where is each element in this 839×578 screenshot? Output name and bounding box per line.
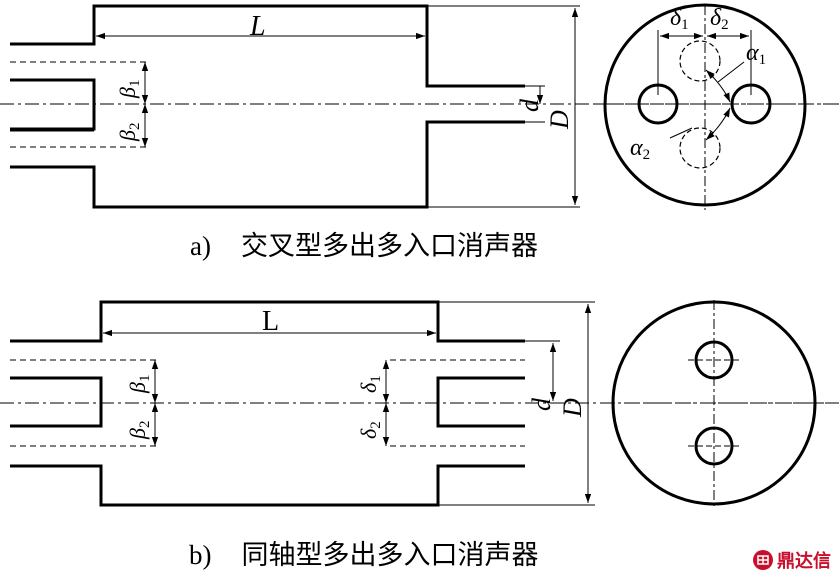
label-L-a: L — [249, 11, 266, 42]
watermark-text: 鼎达信 — [777, 551, 831, 572]
label-D-a: D — [545, 110, 574, 130]
dingdaxin-logo-icon — [753, 550, 773, 570]
caption-b-tag: b) — [189, 540, 212, 570]
figure-b-inlet-pipe — [10, 376, 103, 428]
figure-a-port-top-hidden — [679, 40, 721, 82]
label-D-b: D — [558, 398, 587, 418]
watermark: 鼎达信 — [752, 547, 831, 573]
caption-a-tag: a) — [190, 231, 211, 261]
label-delta1-a: δ1 — [670, 5, 689, 33]
label-L-b: L — [262, 306, 279, 337]
label-beta2-a: β2 — [115, 123, 143, 142]
label-delta2-a: δ2 — [710, 5, 729, 33]
figure-a-side-view — [0, 4, 839, 209]
figure-a-labels: L β1 β2 d D — [115, 11, 574, 142]
figure-b-labels: L β1 β2 δ1 δ2 d D — [125, 306, 587, 440]
figure-a-port-bottom-hidden — [679, 127, 721, 169]
label-beta1-a: β1 — [115, 80, 143, 99]
label-beta1-b: β1 — [125, 375, 153, 394]
label-d-b: d — [527, 397, 556, 411]
label-delta1-b: δ1 — [356, 375, 384, 393]
label-beta2-b: β2 — [125, 421, 153, 440]
figure-a-end-view — [595, 3, 839, 210]
caption-a-text: 交叉型多出多入口消声器 — [240, 231, 538, 262]
figure-a-end-labels: δ1 δ2 α1 α2 — [630, 5, 766, 163]
label-alpha1-a: α1 — [746, 40, 766, 68]
caption-figure-b: b) 同轴型多出多入口消声器 — [189, 533, 539, 572]
figure-a-alpha2-arc — [705, 107, 731, 141]
caption-b-text: 同轴型多出多入口消声器 — [241, 540, 539, 571]
caption-figure-a: a) 交叉型多出多入口消声器 — [190, 224, 538, 263]
figure-b-end-view — [605, 300, 839, 508]
label-delta2-b: δ2 — [356, 421, 384, 439]
figure-b-port-bottom — [694, 426, 734, 466]
figure-b-side-view — [0, 300, 839, 507]
figure-b-port-top — [694, 340, 734, 380]
label-alpha2-a: α2 — [630, 135, 650, 163]
label-d-a: d — [515, 98, 544, 112]
figure-b-outlet-pipe — [436, 376, 525, 428]
figure-a-alpha1-arc — [705, 69, 731, 103]
